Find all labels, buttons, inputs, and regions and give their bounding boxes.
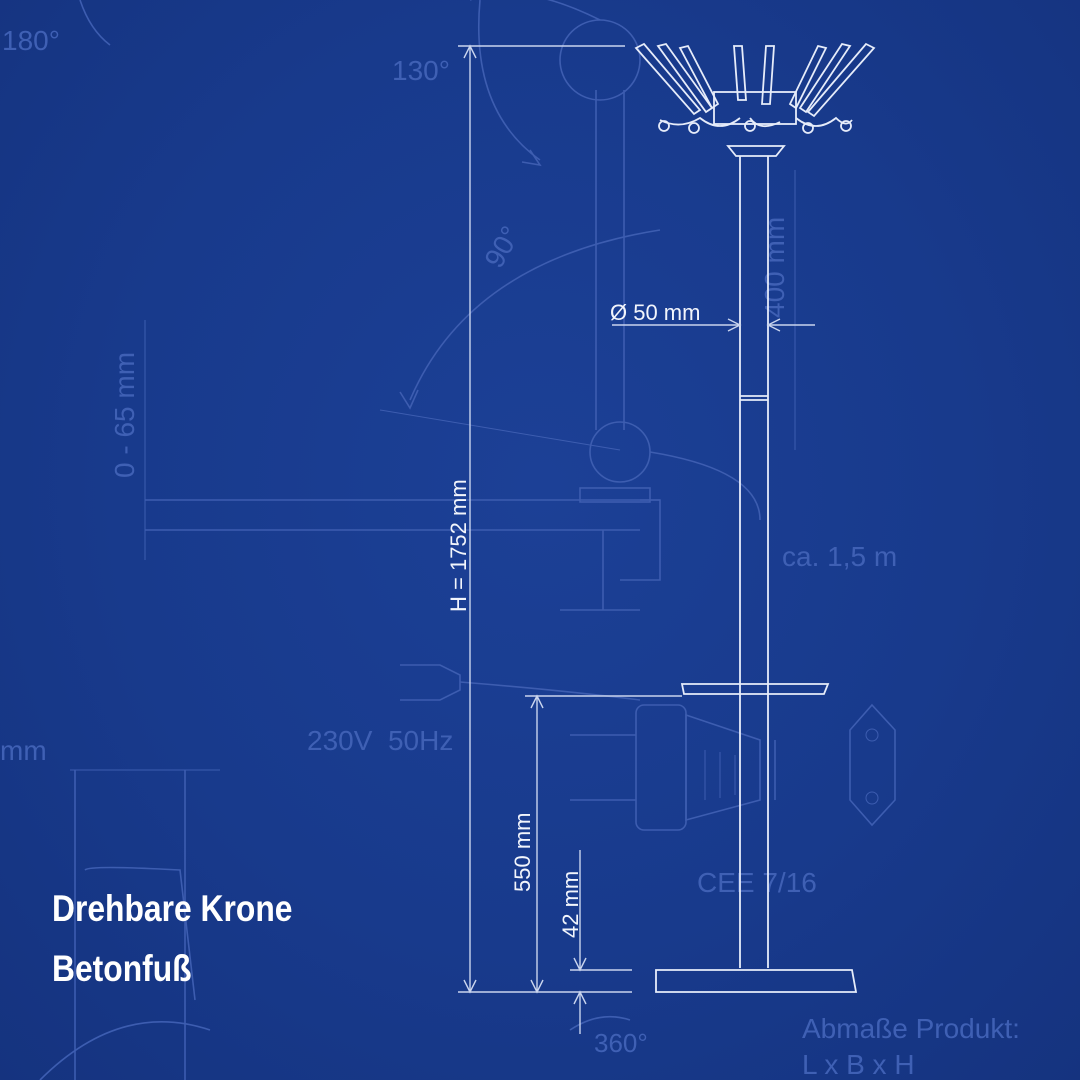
bg-mount-hole-1: [865, 728, 879, 742]
label-180-deg: 180°: [2, 25, 60, 56]
bg-arc-360: [39, 1021, 211, 1080]
bg-plug-cable: [459, 681, 641, 701]
label-abmasse-title: Abmaße Produkt:: [802, 1013, 1020, 1044]
bg-head-arc: [470, 0, 601, 21]
label-voltage: 230V 50Hz: [307, 725, 453, 756]
dim-tray-arrow-top: [530, 694, 544, 709]
label-clamp-range: 0 - 65 mm: [109, 352, 140, 478]
bg-mount-hole-2: [865, 791, 879, 805]
crown-arm-4: [733, 45, 747, 101]
label-cable-length: ca. 1,5 m: [782, 541, 897, 572]
label-diameter: Ø 50 mm: [610, 300, 700, 325]
label-mm-fragment: mm: [0, 735, 47, 766]
bg-diag-line: [379, 409, 621, 451]
bg-arc-360b: [569, 1015, 631, 1031]
bg-arc-180: [79, 0, 111, 46]
hook-ball-1: [658, 120, 670, 132]
crown-hub: [713, 91, 797, 125]
caption-rotating-crown: Drehbare Krone: [52, 888, 293, 929]
hook-ball-4: [802, 122, 814, 134]
bg-cable-arc: [649, 451, 761, 521]
crown-hooks-left: [659, 116, 741, 127]
hook-ball-3: [744, 120, 756, 132]
dim-base-arrow-bottom: [573, 990, 587, 1005]
bg-arc-130: [477, 0, 541, 161]
dim-total-arrow-top: [463, 44, 477, 59]
bg-block-outline: [84, 866, 196, 1001]
dim-tray-arrow-bottom: [530, 979, 544, 994]
dim-base-arrow-top: [573, 957, 587, 972]
crown-hooks-mid: [749, 117, 781, 128]
label-abmasse-dims: L x B x H: [802, 1049, 915, 1080]
crown-collar: [726, 145, 786, 157]
crown-arm-1: [634, 42, 702, 116]
crown-hooks-right: [795, 116, 853, 127]
hook-ball-2: [688, 122, 700, 134]
crown-arm-3: [678, 44, 720, 110]
bg-mount-plate: [849, 703, 896, 827]
bg-big-plug-taper: [685, 713, 761, 822]
bg-clamp-top: [579, 487, 651, 503]
dim-diameter-arrow-left: [727, 318, 742, 332]
caption-concrete-base: Betonfuß: [52, 948, 192, 989]
label-plug-type: CEE 7/16: [697, 867, 817, 898]
label-total-height: H = 1752 mm: [446, 479, 471, 612]
crown-arm-8: [806, 42, 876, 118]
bg-clamp-body: [620, 499, 661, 581]
crown-arm-7: [798, 42, 852, 114]
label-upper-section: 400 mm: [759, 217, 790, 318]
label-360-deg: 360°: [594, 1028, 648, 1058]
crown-arm-5: [761, 45, 775, 105]
dim-diameter-arrow-right: [766, 318, 781, 332]
crown: [634, 42, 876, 157]
label-tray-height: 550 mm: [510, 813, 535, 892]
bg-arrow-90: [399, 389, 419, 410]
umbrella-tray: [680, 683, 830, 695]
label-130-deg: 130°: [392, 55, 450, 86]
label-base-height: 42 mm: [558, 871, 583, 938]
bg-arc-90: [409, 229, 661, 401]
hook-ball-5: [840, 120, 852, 132]
concrete-base: [655, 969, 858, 993]
bg-arrow-130: [521, 149, 542, 167]
dim-total-arrow-bottom: [463, 979, 477, 994]
